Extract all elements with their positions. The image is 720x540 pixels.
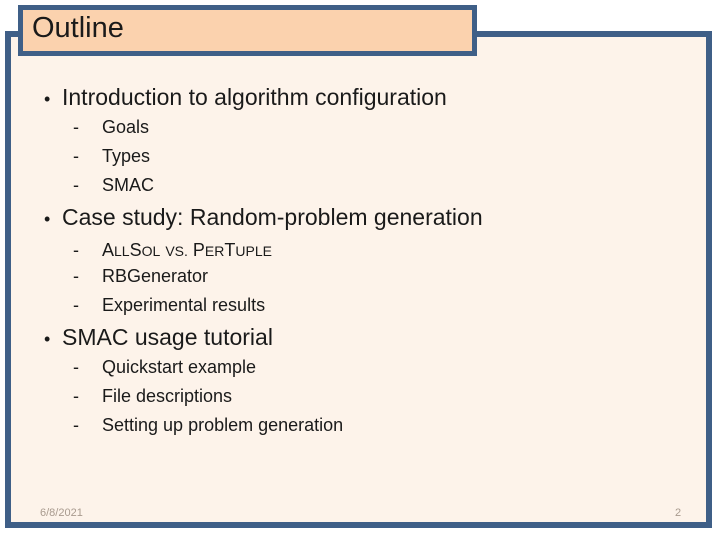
outline-heading-2-label: Case study: Random-problem generation [62,204,483,230]
frame-bottom-border [5,522,712,528]
slide-title-box: Outline [18,5,477,56]
footer-date: 6/8/2021 [40,507,83,519]
outline-item-2-3-label: Experimental results [102,295,266,315]
outline-item-1-3-label: SMAC [102,175,155,195]
dash-glyph-icon: - [73,386,79,406]
dash-glyph-icon: - [73,295,79,315]
outline-item-3-1: - Quickstart example [73,357,256,378]
outline-item-3-3-label: Setting up problem generation [102,415,344,435]
outline-heading-2: • Case study: Random-problem generation [44,204,483,231]
outline-item-3-2-label: File descriptions [102,386,233,406]
frame-left-border [5,31,11,528]
outline-item-3-2: - File descriptions [73,386,232,407]
outline-item-1-2: - Types [73,146,150,167]
outline-item-3-3: - Setting up problem generation [73,415,343,436]
bullet-dot-icon: • [44,89,51,109]
dash-glyph-icon: - [73,175,79,195]
dash-glyph-icon: - [73,415,79,435]
dash-glyph-icon: - [73,146,79,166]
dash-glyph-icon: - [73,117,79,137]
outline-item-2-2: - RBGenerator [73,266,208,287]
outline-item-1-1-label: Goals [102,117,150,137]
dash-glyph-icon: - [73,266,79,286]
outline-item-3-1-label: Quickstart example [102,357,257,377]
frame-right-border [706,31,712,528]
outline-item-2-1-label: ALLSOL VS. PERTUPLE [102,240,272,260]
outline-item-2-1: - ALLSOL VS. PERTUPLE [73,240,272,261]
dash-glyph-icon: - [73,357,79,377]
outline-item-2-2-label: RBGenerator [102,266,209,286]
outline-item-2-3: - Experimental results [73,295,265,316]
outline-heading-3: • SMAC usage tutorial [44,324,273,351]
outline-item-1-3: - SMAC [73,175,154,196]
dash-glyph-icon: - [73,240,79,260]
outline-item-1-2-label: Types [102,146,151,166]
bullet-dot-icon: • [44,329,51,349]
outline-item-1-1: - Goals [73,117,149,138]
outline-heading-1: • Introduction to algorithm configuration [44,84,447,111]
bullet-dot-icon: • [44,209,51,229]
outline-heading-1-label: Introduction to algorithm configuration [62,84,447,110]
slide-content-panel [8,31,712,528]
slide-title: Outline [32,12,124,44]
footer-page-number: 2 [674,507,682,519]
outline-heading-3-label: SMAC usage tutorial [62,324,273,350]
